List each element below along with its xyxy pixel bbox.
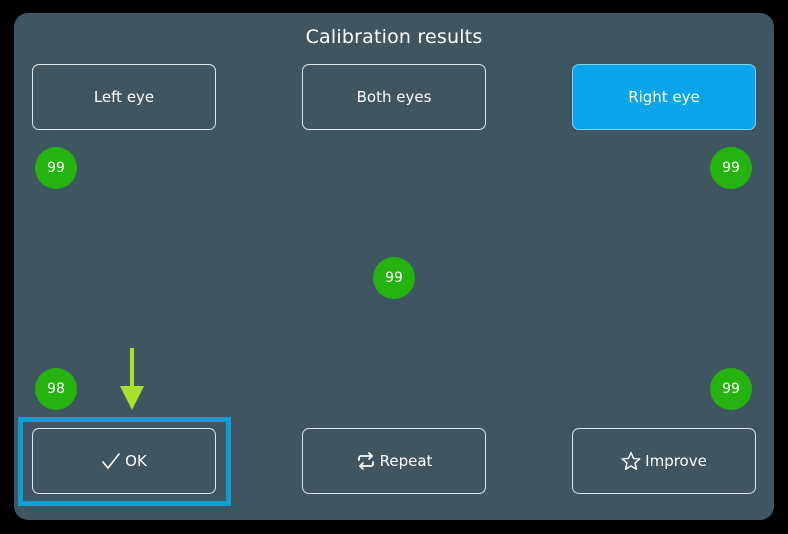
ok-button[interactable]: OK [32,428,216,494]
ok-label: OK [125,452,147,470]
dialog-title: Calibration results [305,26,483,48]
ok-highlight-box [18,417,231,506]
left-eye-label: Left eye [93,88,155,106]
both-eyes-button[interactable]: Both eyes [302,64,486,130]
calibration-point-bottom-left: 98 [35,368,77,410]
both-eyes-label: Both eyes [356,88,432,106]
calibration-point-center: 99 [373,257,415,299]
calibration-point-bottom-right: 99 [710,368,752,410]
repeat-icon [356,451,376,471]
left-eye-button[interactable]: Left eye [32,64,216,130]
improve-label: Improve [645,452,707,470]
repeat-button[interactable]: Repeat [302,428,486,494]
calibration-point-top-right: 99 [710,147,752,189]
star-icon [621,451,641,471]
right-eye-button[interactable]: Right eye [572,64,756,130]
calibration-point-top-left: 99 [35,147,77,189]
repeat-label: Repeat [379,452,433,470]
check-icon [101,451,121,471]
right-eye-label: Right eye [628,88,700,106]
down-arrow-indicator [120,348,144,410]
improve-button[interactable]: Improve [572,428,756,494]
